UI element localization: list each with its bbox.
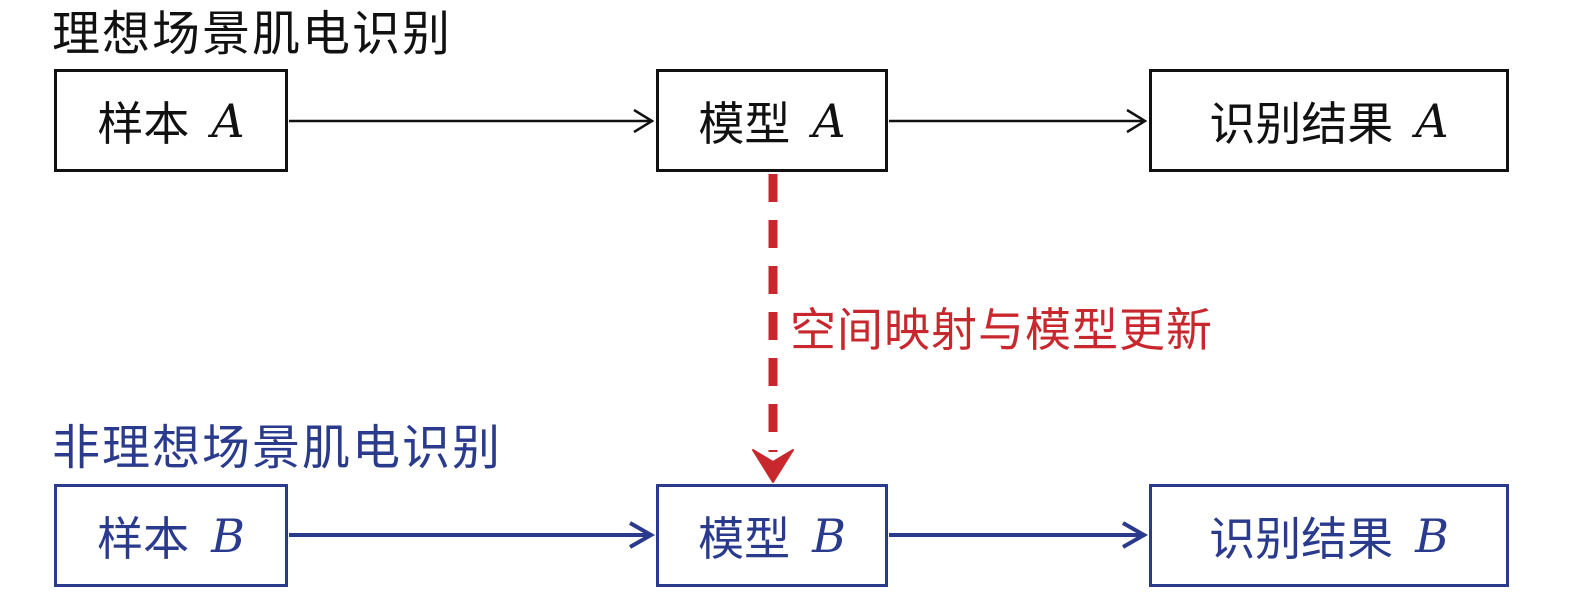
sample-b-node: 样本 B [54, 484, 288, 587]
result-b-node: 识别结果 B [1149, 484, 1509, 587]
ideal-scenario-heading: 理想场景肌电识别 [52, 6, 453, 62]
row-b-arrows [289, 521, 1149, 549]
sample-b-var: B [211, 508, 245, 563]
model-b-label: 模型 [698, 511, 791, 566]
arrowhead-model-a [633, 108, 655, 134]
result-a-label: 识别结果 [1209, 96, 1394, 151]
model-a-node: 模型 A [656, 69, 888, 172]
model-b-node: 模型 B [656, 484, 888, 587]
sample-a-node: 样本 A [54, 69, 288, 172]
model-a-label: 模型 [698, 96, 791, 151]
nonideal-scenario-heading: 非理想场景肌电识别 [52, 420, 503, 476]
sample-b-label: 样本 [97, 511, 190, 566]
mapping-arrowhead [752, 449, 794, 483]
result-b-var: B [1415, 508, 1449, 563]
result-a-node: 识别结果 A [1149, 69, 1509, 172]
arrowhead-result-a [1126, 108, 1148, 134]
sample-a-label: 样本 [97, 96, 190, 151]
arrowhead-model-b [629, 521, 656, 549]
result-a-var: A [1415, 93, 1449, 148]
model-b-var: B [812, 508, 846, 563]
model-a-var: A [812, 93, 846, 148]
sample-a-var: A [211, 93, 245, 148]
mapping-arrow [752, 174, 794, 483]
row-a-arrows [289, 108, 1148, 134]
arrowhead-result-b [1122, 521, 1149, 549]
mapping-update-label: 空间映射与模型更新 [790, 303, 1213, 357]
result-b-label: 识别结果 [1209, 511, 1394, 566]
